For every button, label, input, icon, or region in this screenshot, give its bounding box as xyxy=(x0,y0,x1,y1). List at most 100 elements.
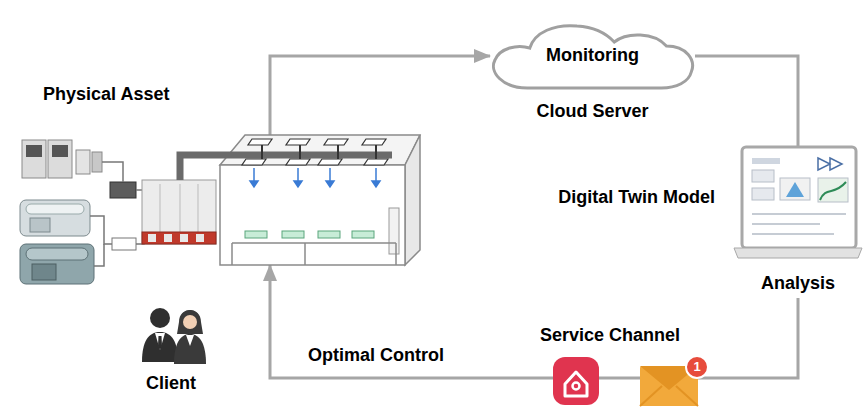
illustration-path xyxy=(565,372,587,396)
illustration-rect xyxy=(752,158,780,164)
illustration-circle xyxy=(183,315,197,329)
illustration-path xyxy=(158,336,162,350)
illustration-rect xyxy=(780,178,810,200)
illustration-rect xyxy=(318,231,340,238)
illustration-g xyxy=(242,139,388,165)
illustration-path xyxy=(820,182,846,200)
illustration-rect xyxy=(220,165,405,265)
illustration-circle xyxy=(686,356,708,378)
illustration-polyline xyxy=(94,244,104,266)
illustration-polygon xyxy=(734,248,862,258)
illustration-rect xyxy=(20,244,94,284)
vrf-units xyxy=(22,140,150,200)
illustration-rect xyxy=(818,178,848,202)
illustration-polyline xyxy=(180,155,392,180)
illustration-line xyxy=(180,184,181,232)
illustration-line xyxy=(395,243,397,265)
illustration-rect xyxy=(245,231,267,238)
illustration-polygon xyxy=(364,159,388,165)
illustration-rect xyxy=(164,234,172,242)
illustration-rect xyxy=(553,357,599,405)
illustration-polyline xyxy=(102,162,123,182)
illustration-polygon xyxy=(405,135,420,265)
illustration-polygon xyxy=(286,159,310,165)
illustration-rect xyxy=(142,180,216,244)
node-heading: Digital Twin Model xyxy=(558,186,715,208)
illustration-rect xyxy=(352,231,374,238)
client-icon xyxy=(142,308,206,364)
flow-connector xyxy=(270,265,798,378)
illustration-rect xyxy=(742,147,856,248)
illustration-polygon xyxy=(324,139,348,145)
illustration-rect xyxy=(52,145,68,157)
illustration-polygon xyxy=(248,139,272,145)
physical-asset-group: Physical Asset xyxy=(15,135,420,265)
illustration-g xyxy=(250,168,380,187)
node-heading: Monitoring xyxy=(490,44,695,66)
illustration-rect xyxy=(92,152,102,172)
cloud-node: MonitoringCloud Server xyxy=(490,22,695,90)
illustration-polygon xyxy=(250,181,258,187)
illustration-line xyxy=(160,184,161,232)
illustration-line xyxy=(304,243,306,265)
illustration-line xyxy=(752,233,834,235)
smartthings-icon xyxy=(553,357,599,405)
laptop-node: Digital Twin ModelAnalysis xyxy=(734,146,862,298)
illustration-line xyxy=(375,168,377,182)
illustration-line xyxy=(752,213,846,215)
illustration-rect xyxy=(26,204,84,214)
illustration-path xyxy=(142,332,178,362)
illustration-path xyxy=(818,158,842,170)
illustration-path xyxy=(186,335,194,346)
duct xyxy=(180,139,392,187)
illustration-rect xyxy=(196,234,204,242)
illustration-polygon xyxy=(220,135,420,165)
illustration-path xyxy=(640,386,698,406)
flow-connector xyxy=(270,56,490,135)
illustration-polyline xyxy=(90,216,112,244)
illustration-polygon xyxy=(242,159,266,165)
illustration-circle xyxy=(573,383,580,390)
edge-label: Optimal Control xyxy=(308,344,444,366)
illustration-line xyxy=(232,242,396,244)
node-caption: Analysis xyxy=(734,272,862,294)
illustration-polygon xyxy=(326,181,334,187)
node-caption: Cloud Server xyxy=(490,100,695,122)
air-handling-unit xyxy=(142,180,216,244)
client-label: Client xyxy=(146,372,196,394)
illustration-line xyxy=(253,168,255,182)
illustration-polygon xyxy=(318,159,342,165)
illustration-line xyxy=(297,168,299,182)
illustration-line xyxy=(231,243,233,265)
illustration-rect xyxy=(142,232,216,244)
illustration-rect xyxy=(282,231,304,238)
badge-number: 1 xyxy=(686,359,708,375)
laptop-icon xyxy=(734,147,862,258)
channel-label: Service Channel xyxy=(540,324,680,346)
illustration-rect xyxy=(148,234,156,242)
illustration-rect xyxy=(30,218,50,232)
illustration-rect xyxy=(32,264,56,280)
illustration-rect xyxy=(389,208,399,254)
illustration-line xyxy=(329,168,331,182)
flow-connector xyxy=(695,56,798,146)
mail-icon xyxy=(640,356,708,406)
illustration-rect xyxy=(20,200,90,236)
illustration-circle xyxy=(150,308,170,328)
illustration-rect xyxy=(112,238,136,250)
illustration-line xyxy=(752,223,820,225)
illustration-polygon xyxy=(362,139,386,145)
illustration-polygon xyxy=(286,139,310,145)
illustration-rect xyxy=(26,248,88,260)
illustration-rect xyxy=(752,170,774,182)
illustration-rect xyxy=(22,140,46,178)
illustration-path xyxy=(177,310,203,334)
illustration-rect xyxy=(48,140,72,178)
illustration-rect xyxy=(26,145,42,157)
illustration-path xyxy=(155,333,165,350)
chillers xyxy=(20,200,144,284)
illustration-polygon xyxy=(372,181,380,187)
illustration-rect xyxy=(180,234,188,242)
illustration-line xyxy=(198,184,199,232)
